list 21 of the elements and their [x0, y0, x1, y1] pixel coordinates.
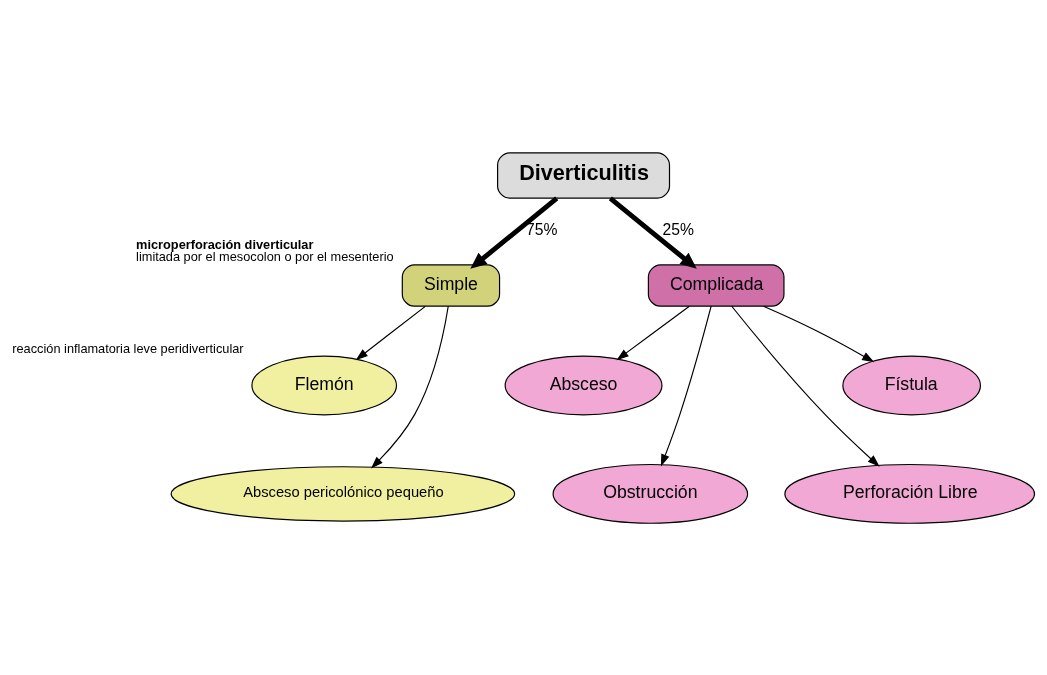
edge-label: 25% — [662, 220, 695, 238]
node-box: Simple — [401, 263, 501, 307]
arrow — [608, 195, 697, 269]
arrow — [355, 305, 426, 360]
node-ellipse: Perforación Libre — [784, 463, 1036, 524]
edge-label: 75% — [526, 220, 558, 238]
node-ellipse: Fístula — [842, 355, 981, 415]
node-ellipse: Absceso — [504, 355, 663, 415]
node-ellipse: Flemón — [251, 355, 398, 415]
arrow — [616, 305, 690, 360]
arrow — [660, 305, 712, 466]
arrow — [370, 305, 449, 468]
node-box: Complicada — [647, 263, 785, 307]
arrow — [731, 305, 880, 467]
node-ellipse: Obstrucción — [552, 463, 749, 524]
node-label: reacción inflamatoria leve peridiverticular — [12, 340, 244, 356]
arrow — [762, 305, 875, 362]
node-label: microperforación diverticular — [136, 236, 314, 252]
node-ellipse: Absceso pericolónico pequeño — [170, 465, 516, 522]
arrow — [470, 195, 559, 269]
node-box: Diverticulitis — [497, 151, 671, 199]
